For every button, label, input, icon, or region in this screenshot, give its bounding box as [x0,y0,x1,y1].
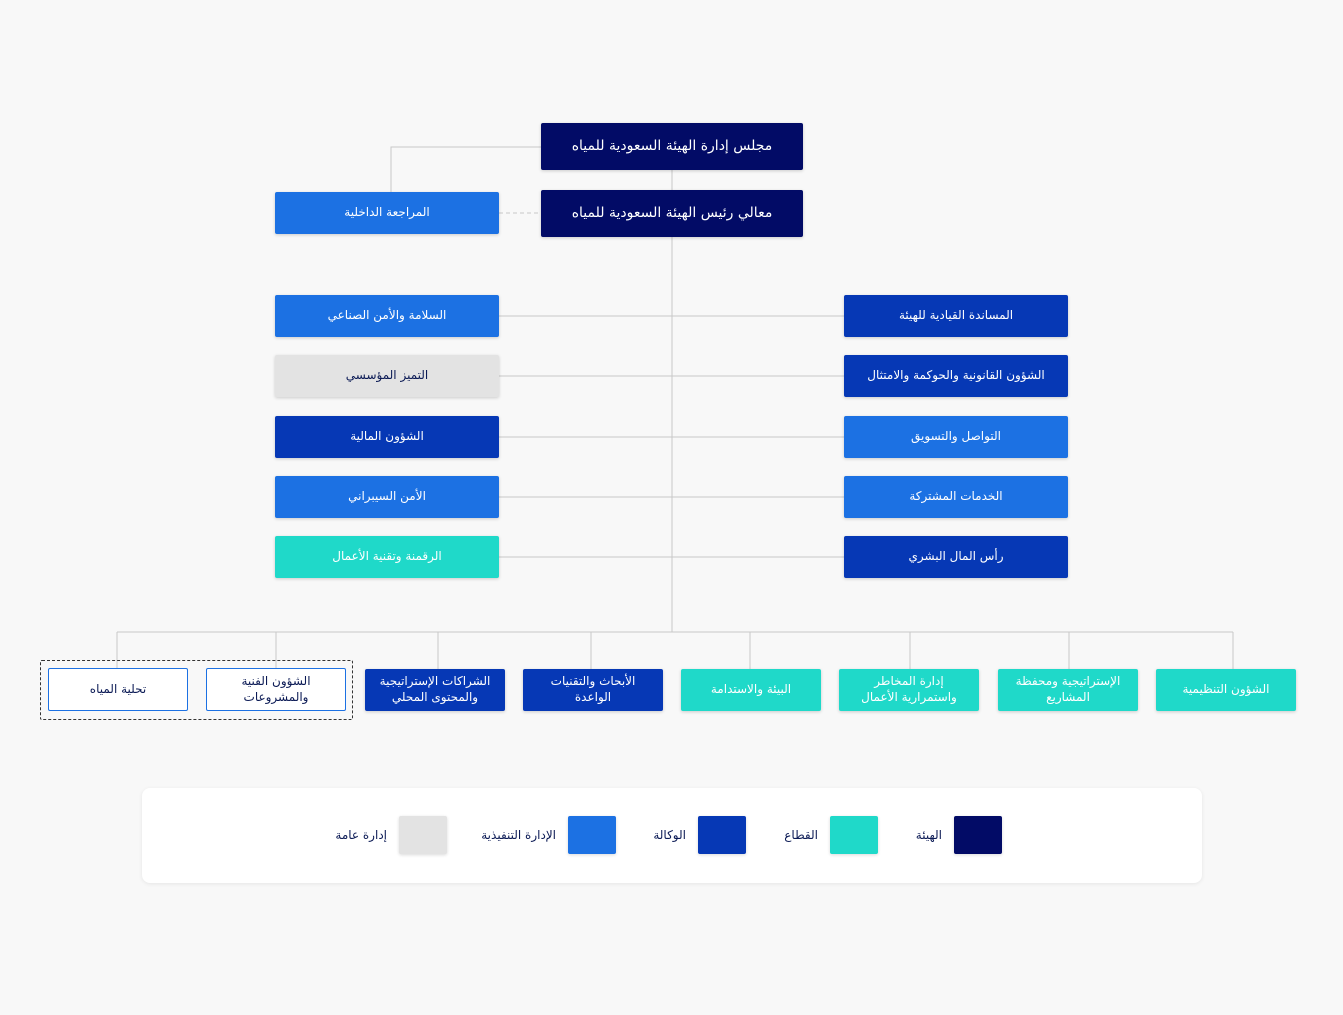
legend-label-executive-department: الإدارة التنفيذية [481,828,556,842]
right-box-legal-governance[interactable]: الشؤون القانونية والحوكمة والامتثال [844,355,1068,397]
bottom-box-strategy-portfolio[interactable]: الإستراتيجية ومحفظة المشاريع [998,669,1138,711]
left-box-digitalization[interactable]: الرقمنة وتقنية الأعمال [275,536,499,578]
legend-swatch-sector [830,816,878,854]
bottom-box-research-technologies[interactable]: الأبحاث والتقنيات الواعدة [523,669,663,711]
dashed-group-frame [40,660,353,720]
legend: الهيئة القطاع الوكالة الإدارة التنفيذية … [142,788,1202,883]
legend-swatch-general-department [399,816,447,854]
legend-label-sector: القطاع [784,828,818,842]
legend-label-agency: الوكالة [653,828,686,842]
board-of-directors-box[interactable]: مجلس إدارة الهيئة السعودية للمياه [541,123,803,170]
right-box-leadership-support[interactable]: المساندة القيادية للهيئة [844,295,1068,337]
left-box-financial-affairs[interactable]: الشؤون المالية [275,416,499,458]
legend-label-general-department: إدارة عامة [335,828,387,842]
legend-label-authority: الهيئة [915,828,942,842]
president-box[interactable]: معالي رئيس الهيئة السعودية للمياه [541,190,803,237]
right-box-shared-services[interactable]: الخدمات المشتركة [844,476,1068,518]
left-box-cybersecurity[interactable]: الأمن السيبراني [275,476,499,518]
left-box-institutional-excellence[interactable]: التميز المؤسسي [275,355,499,397]
bottom-box-regulatory-affairs[interactable]: الشؤون التنظيمية [1156,669,1296,711]
bottom-box-risk-management[interactable]: إدارة المخاطر واستمرارية الأعمال [839,669,979,711]
legend-swatch-authority [954,816,1002,854]
legend-swatch-executive-department [568,816,616,854]
internal-audit-box[interactable]: المراجعة الداخلية [275,192,499,234]
bottom-box-strategic-partnerships[interactable]: الشراكات الإستراتيجية والمحتوى المحلي [365,669,505,711]
bottom-box-technical-affairs[interactable]: الشؤون الفنية والمشروعات [206,668,346,711]
right-box-human-capital[interactable]: رأس المال البشري [844,536,1068,578]
bottom-box-environment-sustainability[interactable]: البيئة والاستدامة [681,669,821,711]
bottom-box-desalination[interactable]: تحلية المياه [48,668,188,711]
left-box-industrial-safety[interactable]: السلامة والأمن الصناعي [275,295,499,337]
legend-swatch-agency [698,816,746,854]
right-box-communication-marketing[interactable]: التواصل والتسويق [844,416,1068,458]
